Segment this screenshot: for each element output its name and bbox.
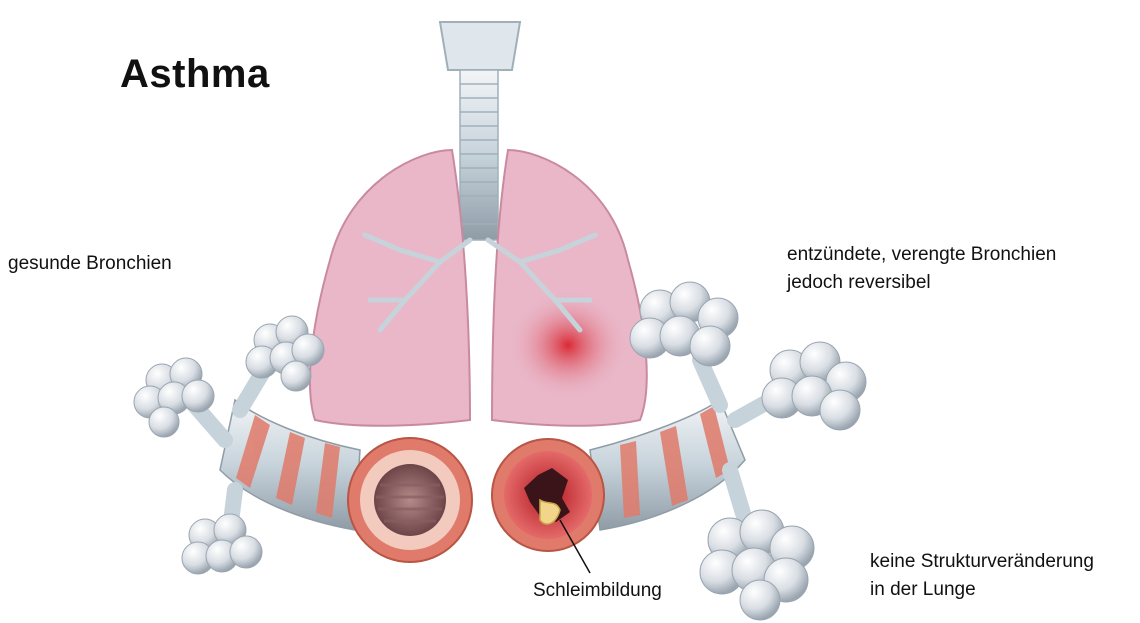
- label-healthy-text: gesunde Bronchien: [8, 253, 172, 274]
- page-title: Asthma: [120, 52, 270, 97]
- label-inflamed-line2: jedoch reversibel: [787, 269, 1056, 297]
- alveoli-cluster-right-bottom: [700, 510, 814, 620]
- label-mucus: Schleimbildung: [533, 577, 662, 605]
- alveoli-cluster-right-top: [630, 282, 738, 366]
- inflammation-area: [508, 290, 628, 400]
- label-no-structural-change: keine Strukturveränderung in der Lunge: [870, 548, 1094, 604]
- label-inflamed-line1: entzündete, verengte Bronchien: [787, 241, 1056, 269]
- label-no-change-line2: in der Lunge: [870, 576, 1094, 604]
- alveoli-cluster-left-bottom: [182, 514, 262, 574]
- alveoli-cluster-right-mid: [762, 342, 866, 430]
- label-mucus-text: Schleimbildung: [533, 580, 662, 601]
- label-inflamed-bronchi: entzündete, verengte Bronchien jedoch re…: [787, 241, 1056, 297]
- label-healthy-bronchi: gesunde Bronchien: [8, 250, 172, 278]
- label-no-change-line1: keine Strukturveränderung: [870, 548, 1094, 576]
